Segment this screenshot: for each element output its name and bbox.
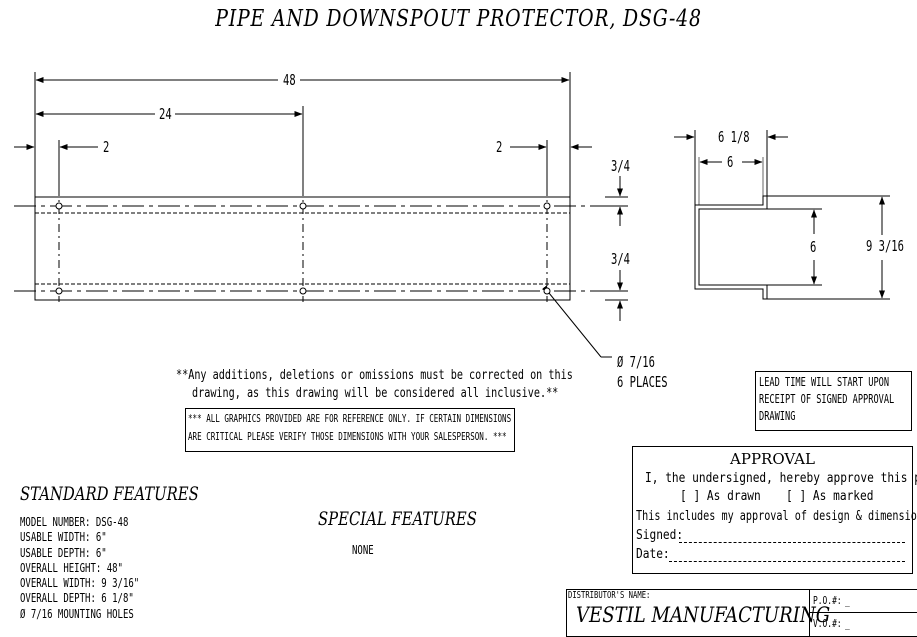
- mounting-hole: [55, 287, 63, 295]
- feature-item: Ø 7/16 MOUNTING HOLES: [20, 605, 134, 621]
- mounting-hole: [299, 287, 307, 295]
- dim-hole-callout: Ø 7/16: [617, 353, 655, 371]
- standard-features-heading: STANDARD FEATURES: [20, 483, 199, 505]
- approval-heading: APPROVAL: [730, 450, 815, 468]
- feature-item: USABLE WIDTH: 6": [20, 529, 107, 545]
- dim-top-edge: 3/4: [611, 157, 630, 175]
- approval-as-marked: [ ] As marked: [786, 489, 874, 504]
- po-value: _: [845, 594, 850, 607]
- mounting-hole: [55, 202, 63, 210]
- standard-features-list: MODEL NUMBER: DSG-48 USABLE WIDTH: 6" US…: [20, 514, 139, 621]
- dim-profile-overall-depth: 6 1/8: [718, 128, 750, 146]
- dim-right-offset: 2: [496, 138, 503, 156]
- po-label: P.O.#:: [813, 594, 842, 607]
- approval-box: APPROVAL I, the undersigned, hereby appr…: [632, 446, 917, 574]
- dim-overall-length: 48: [283, 71, 296, 89]
- mounting-hole: [299, 202, 307, 210]
- graphics-note-box: [185, 408, 515, 452]
- distributor-label: DISTRIBUTOR'S NAME:: [568, 590, 651, 601]
- dim-half-length: 24: [159, 105, 172, 123]
- distributor-name: VESTIL MANUFACTURING: [576, 603, 831, 627]
- special-features-value: NONE: [352, 542, 374, 557]
- dim-profile-depth: 6: [810, 238, 817, 256]
- drawing-title: PIPE AND DOWNSPOUT PROTECTOR, DSG-48: [215, 6, 702, 32]
- special-features-heading: SPECIAL FEATURES: [318, 508, 477, 530]
- vo-label: V.O.#:: [813, 617, 842, 630]
- approval-as-drawn: [ ] As drawn: [680, 489, 761, 504]
- mounting-hole: [543, 202, 551, 210]
- date-line[interactable]: [669, 561, 905, 562]
- feature-item: MODEL NUMBER: DSG-48: [20, 514, 129, 529]
- approval-signed-label: Signed:: [636, 528, 684, 543]
- lead-time-line1: LEAD TIME WILL START UPON: [759, 375, 890, 389]
- dim-bottom-edge: 3/4: [611, 250, 630, 268]
- approval-date-label: Date:: [636, 547, 670, 562]
- dim-profile-width: 6: [727, 153, 734, 171]
- note-corrections-line2: drawing, as this drawing will be conside…: [192, 386, 559, 401]
- title-block-row-divider: [809, 612, 917, 613]
- feature-item: OVERALL HEIGHT: 48": [20, 559, 123, 575]
- feature-item: USABLE DEPTH: 6": [20, 544, 107, 560]
- dim-profile-overall-width: 9 3/16: [866, 237, 904, 255]
- approval-line1: I, the undersigned, hereby approve this …: [645, 471, 917, 486]
- note-graphics-line2: ARE CRITICAL PLEASE VERIFY THOSE DIMENSI…: [188, 431, 507, 443]
- feature-item: OVERALL WIDTH: 9 3/16": [20, 575, 140, 591]
- dim-left-offset: 2: [103, 138, 110, 156]
- lead-time-line2: RECEIPT OF SIGNED APPROVAL: [759, 392, 895, 406]
- vo-value: _: [845, 617, 850, 630]
- mounting-hole: [543, 287, 551, 295]
- dim-hole-places: 6 PLACES: [617, 373, 668, 391]
- profile-channel: [694, 195, 768, 300]
- lead-time-line3: DRAWING: [759, 409, 796, 423]
- signed-line[interactable]: [679, 542, 905, 543]
- lead-time-box: [755, 371, 912, 431]
- feature-item: OVERALL DEPTH: 6 1/8": [20, 590, 134, 606]
- approval-line3: This includes my approval of design & di…: [636, 509, 917, 524]
- note-corrections-line1: **Any additions, deletions or omissions …: [176, 368, 573, 383]
- note-graphics-line1: *** ALL GRAPHICS PROVIDED ARE FOR REFERE…: [188, 413, 512, 425]
